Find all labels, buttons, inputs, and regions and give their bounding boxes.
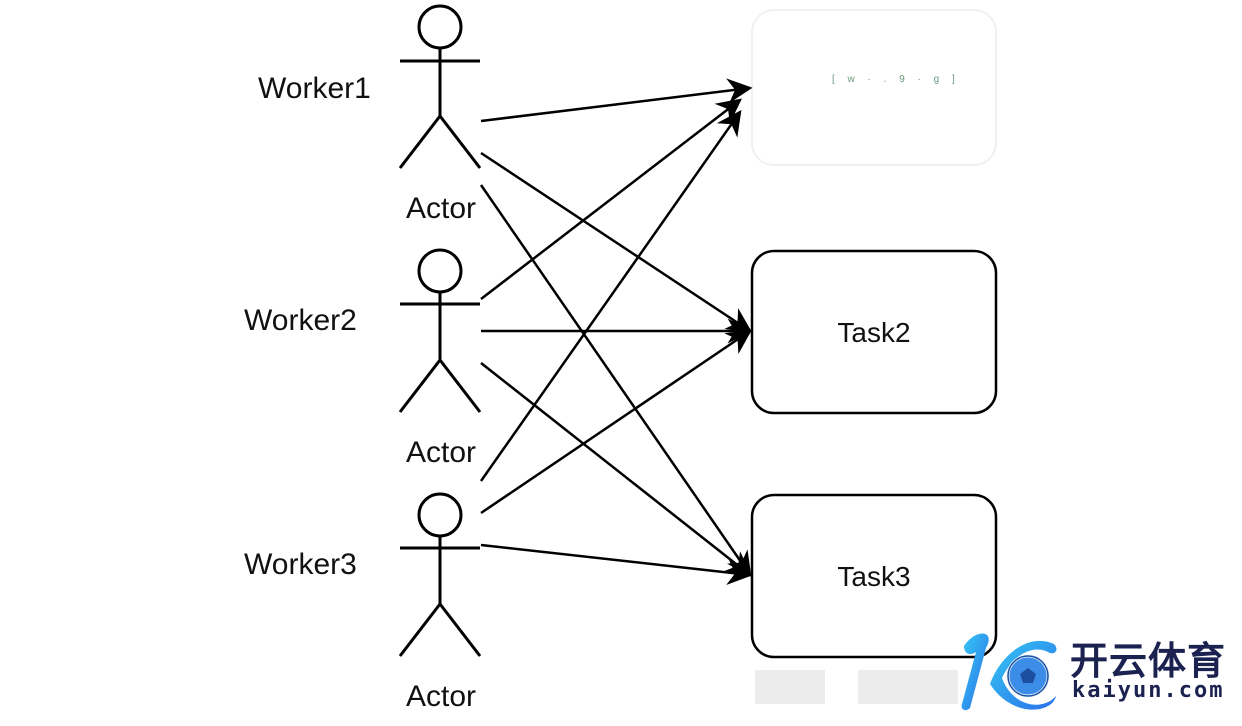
edge-worker3-to-task3 xyxy=(480,543,753,585)
actor-head xyxy=(417,248,463,294)
task-box-1[interactable]: [ w · . 9 · g ] xyxy=(751,9,997,166)
watermark-chinese-text: 开云体育 xyxy=(1070,639,1227,683)
edge-group xyxy=(479,78,753,585)
task-label-1-faded: [ w · . 9 · g ] xyxy=(832,74,960,85)
edge-worker2-to-task3 xyxy=(480,362,752,577)
worker-label-2: Worker2 xyxy=(244,304,357,337)
actor-head xyxy=(417,492,463,538)
watermark-domain-text: kaiyun.com xyxy=(1072,678,1225,703)
actor-left-leg xyxy=(398,603,442,657)
worker-label-1: Worker1 xyxy=(258,72,371,105)
blurred-block xyxy=(755,670,825,704)
actor-right-leg xyxy=(438,359,482,413)
actor-role-label-1: Actor xyxy=(406,192,476,225)
edge-worker3-to-task1 xyxy=(479,109,742,482)
actor-role-label-2: Actor xyxy=(406,436,476,469)
edge-worker1-to-task3 xyxy=(479,184,752,578)
actor-right-leg xyxy=(438,603,482,657)
actor-left-leg xyxy=(398,359,442,413)
edge-worker1-to-task1 xyxy=(480,78,753,123)
edge-worker3-to-task2 xyxy=(480,329,753,515)
edge-worker1-to-task2 xyxy=(480,151,753,333)
task-box-3[interactable]: Task3 xyxy=(750,493,998,659)
kaiyun-logo-icon xyxy=(961,633,1057,711)
actor-role-label-3: Actor xyxy=(406,680,476,713)
actor-right-leg xyxy=(438,115,482,169)
task-label-2: Task2 xyxy=(837,317,910,348)
worker-label-3: Worker3 xyxy=(244,548,357,581)
actor-head xyxy=(417,4,463,50)
actor-figure-2[interactable] xyxy=(398,248,482,413)
task-box-2[interactable]: Task2 xyxy=(750,249,998,415)
actor-figure-1[interactable] xyxy=(398,4,482,169)
actor-left-leg xyxy=(398,115,442,169)
kaiyun-watermark: 开云体育 kaiyun.com xyxy=(956,626,1236,716)
actor-figure-3[interactable] xyxy=(398,492,482,657)
blurred-block xyxy=(858,670,958,704)
task-label-3: Task3 xyxy=(837,561,910,592)
edge-worker2-to-task1 xyxy=(480,98,742,300)
